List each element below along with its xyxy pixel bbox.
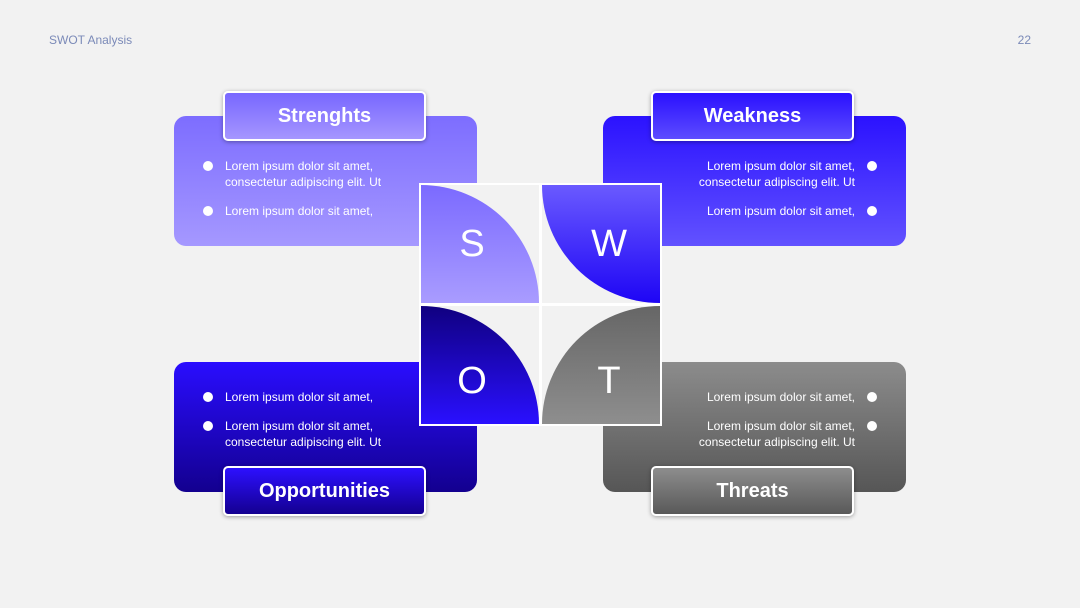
threats-letter-tile: T [542,306,660,424]
weakness-letter: W [591,222,627,265]
strengths-letter-tile: S [421,185,539,303]
weakness-title-tab: Weakness [651,91,854,141]
opportunities-bullet-2: Lorem ipsum dolor sit amet, consectetur … [202,419,382,449]
slide-title: SWOT Analysis [49,33,133,47]
threats-bullet-2: Lorem ipsum dolor sit amet, consectetur … [698,419,878,449]
strengths-title: Strenghts [277,104,372,127]
weakness-letter-tile: W [542,185,660,303]
weakness-bullet-1: Lorem ipsum dolor sit amet, consectetur … [698,159,878,189]
strengths-bullet-2: Lorem ipsum dolor sit amet, [202,203,381,219]
opportunities-title-tab: Opportunities [223,466,426,516]
threats-title-tab: Threats [651,466,854,516]
opportunities-letter: O [457,359,487,402]
opportunities-bullet-list: Lorem ipsum dolor sit amet, Lorem ipsum … [202,389,382,463]
opportunities-title: Opportunities [258,479,391,502]
weakness-bullet-2: Lorem ipsum dolor sit amet, [699,203,878,219]
swot-center-grid: S W O T [419,183,662,426]
weakness-title: Weakness [703,104,802,127]
strengths-letter: S [459,222,485,265]
opportunities-bullet-1: Lorem ipsum dolor sit amet, [202,389,381,405]
threats-letter: T [597,359,621,402]
weakness-bullet-list: Lorem ipsum dolor sit amet, consectetur … [698,158,878,232]
threats-bullet-list: Lorem ipsum dolor sit amet, Lorem ipsum … [698,389,878,463]
page-number: 22 [1017,33,1031,47]
strengths-title-tab: Strenghts [223,91,426,141]
strengths-bullet-1: Lorem ipsum dolor sit amet, consectetur … [202,159,382,189]
opportunities-letter-tile: O [421,306,539,424]
strengths-bullet-list: Lorem ipsum dolor sit amet, consectetur … [202,158,382,232]
threats-title: Threats [716,479,789,502]
threats-bullet-1: Lorem ipsum dolor sit amet, [699,389,878,405]
